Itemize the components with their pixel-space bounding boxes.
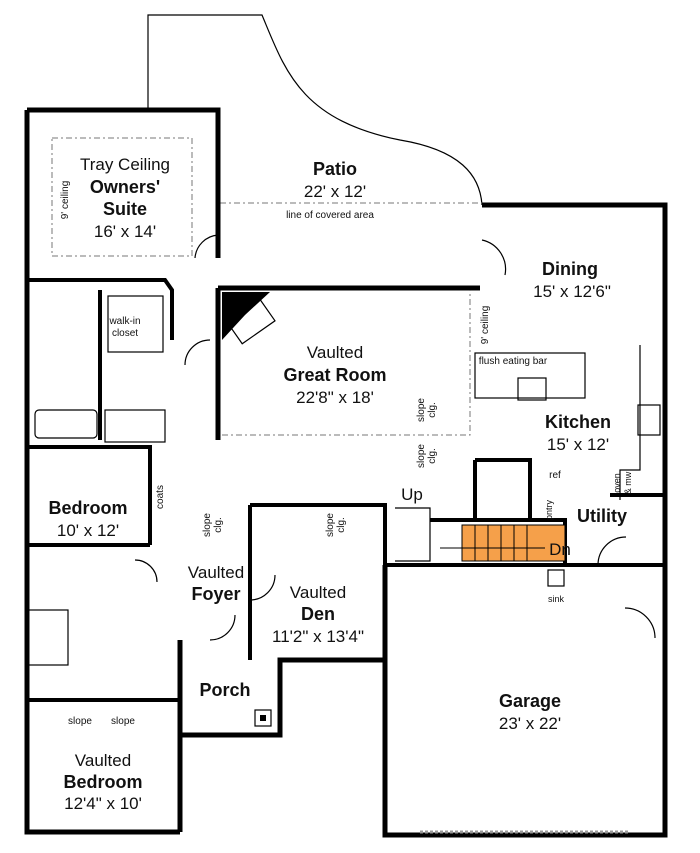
pantry-label: pntry <box>544 499 554 520</box>
bedroom2-size: 12'4" x 10' <box>64 794 142 813</box>
den-size: 11'2" x 13'4" <box>272 627 364 646</box>
patio-size: 22' x 12' <box>304 182 366 201</box>
oven-label-2: & mw <box>623 471 633 494</box>
bedroom2-name: Bedroom <box>63 772 142 792</box>
kitchen-island <box>474 352 586 399</box>
slope-bedroom-right: slope <box>111 716 135 727</box>
slope-great-1a: slope <box>416 398 427 422</box>
patio-note: line of covered area <box>286 210 374 221</box>
porch-post <box>254 709 272 727</box>
slope-great-2b: clg. <box>427 448 438 464</box>
slope-great-2a: slope <box>416 444 427 468</box>
great-size: 22'8" x 18' <box>296 388 374 407</box>
stairs-down-label: Dn <box>549 540 571 559</box>
foyer-note: Vaulted <box>188 563 244 582</box>
slope-den-a: slope <box>325 513 336 537</box>
porch-post-core <box>260 715 266 721</box>
utility-sink <box>547 569 565 587</box>
garage-size: 23' x 22' <box>499 714 561 733</box>
tray-ceiling-outline <box>51 137 193 257</box>
stairs-up-label: Up <box>401 485 423 504</box>
closet-l1: walk-in <box>108 316 140 327</box>
dining-name: Dining <box>542 259 598 279</box>
interior-walls <box>27 278 665 702</box>
closet-l2: closet <box>112 328 138 339</box>
slope-foyer-b: clg. <box>213 517 224 533</box>
utility-name: Utility <box>577 506 627 526</box>
eating-bar-label: flush eating bar <box>479 356 548 367</box>
owners-note: Tray Ceiling <box>80 155 170 174</box>
cooktop <box>517 377 547 401</box>
bedroom-shower <box>27 609 69 666</box>
owners-name2: Suite <box>103 199 147 219</box>
slope-bedroom-left: slope <box>68 716 92 727</box>
garage-name: Garage <box>499 691 561 711</box>
doors[interactable] <box>134 234 656 641</box>
bathtub <box>34 409 98 439</box>
kitchen-size: 15' x 12' <box>547 435 609 454</box>
great-note: Vaulted <box>307 343 363 362</box>
foyer-name: Foyer <box>191 584 240 604</box>
kitchen-sink <box>637 404 661 436</box>
exterior-walls <box>24 107 668 838</box>
kitchen-name: Kitchen <box>545 412 611 432</box>
bedroom1-name: Bedroom <box>48 498 127 518</box>
slope-foyer-a: slope <box>202 513 213 537</box>
ref-label: ref <box>549 470 561 481</box>
owners-name1: Owners' <box>90 177 160 197</box>
kitchen-counter <box>619 345 641 500</box>
slope-great-1b: clg. <box>427 402 438 418</box>
patio-outline <box>147 14 483 206</box>
stair-treads <box>440 525 545 561</box>
great-room-boundary <box>222 290 471 436</box>
fireplace <box>222 292 270 340</box>
owners-size: 16' x 14' <box>94 222 156 241</box>
den-note: Vaulted <box>290 583 346 602</box>
porch-name: Porch <box>199 680 250 700</box>
bedroom2-note: Vaulted <box>75 751 131 770</box>
owners-ceiling: 9' ceiling <box>60 181 71 220</box>
slope-den-b: clg. <box>336 517 347 533</box>
sink-label: sink <box>548 594 565 604</box>
dining-ceiling: 9' ceiling <box>480 306 491 345</box>
oven-label-1: oven <box>612 473 622 493</box>
coats-label: coats <box>155 485 166 509</box>
den-name: Den <box>301 604 335 624</box>
stairs-up[interactable] <box>395 507 431 562</box>
walk-in-closet <box>107 295 164 353</box>
bedroom1-size: 10' x 12' <box>57 521 119 540</box>
patio-name: Patio <box>313 159 357 179</box>
hearth <box>224 295 276 345</box>
dining-size: 15' x 12'6" <box>533 282 611 301</box>
great-name: Great Room <box>283 365 386 385</box>
shower <box>104 409 166 443</box>
